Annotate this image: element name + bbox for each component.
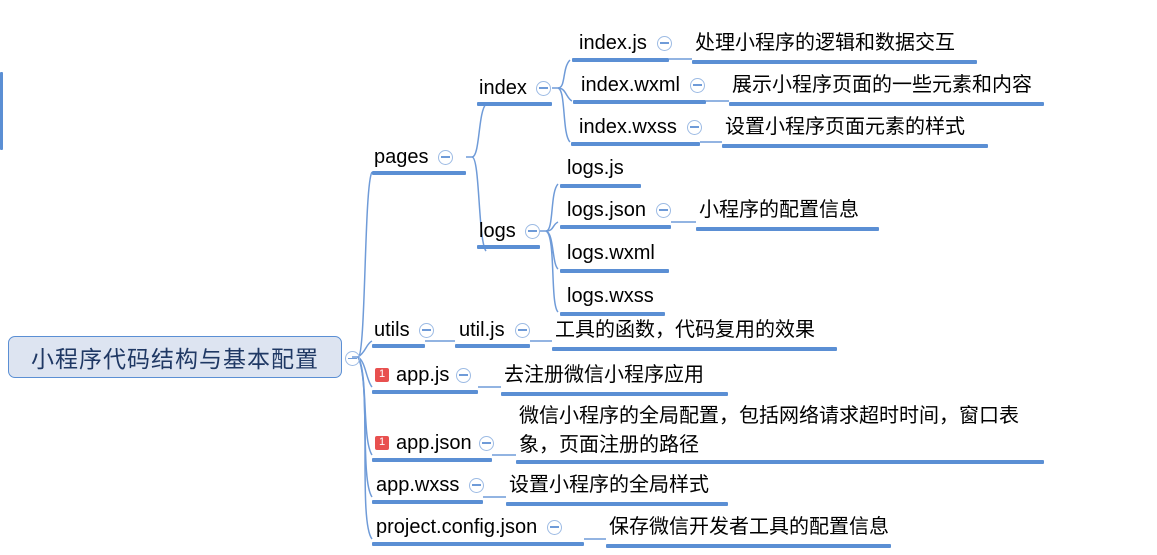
- root-node-label: 小程序代码结构与基本配置: [31, 346, 319, 372]
- node-index-wxml[interactable]: index.wxml: [581, 75, 705, 95]
- node-app-wxss[interactable]: app.wxss: [376, 474, 485, 496]
- index-wxml-collapse-toggle-icon[interactable]: [689, 77, 705, 93]
- node-index-wxml-description-label: 展示小程序页面的一些元素和内容: [732, 74, 1032, 96]
- node-logs-json-label: logs.json: [567, 199, 646, 221]
- app-wxss-collapse-toggle-icon[interactable]: [469, 477, 485, 493]
- node-app-js-description[interactable]: 去注册微信小程序应用: [504, 365, 704, 385]
- node-logs[interactable]: logs: [479, 221, 540, 241]
- node-logs-underline: [477, 245, 540, 249]
- node-logs-wxml-label: logs.wxml: [567, 242, 655, 264]
- node-app-json-description[interactable]: 微信小程序的全局配置，包括网络请求超时时间，窗口表象，页面注册的路径: [519, 402, 1037, 460]
- node-util-js-label: util.js: [459, 319, 505, 341]
- node-index-wxss-description-underline: [722, 144, 988, 148]
- node-app-js-description-underline: [501, 392, 728, 396]
- node-app-wxss-description[interactable]: 设置小程序的全局样式: [509, 475, 709, 495]
- node-util-js-description[interactable]: 工具的函数，代码复用的效果: [555, 320, 815, 340]
- node-index-wxml-description-underline: [729, 102, 1044, 106]
- node-index[interactable]: index: [479, 78, 551, 98]
- node-app-json-underline: [372, 458, 492, 462]
- node-project-config-json-description-label: 保存微信开发者工具的配置信息: [609, 516, 889, 538]
- root-node[interactable]: 小程序代码结构与基本配置: [8, 336, 342, 378]
- node-app-wxss-description-label: 设置小程序的全局样式: [509, 474, 709, 496]
- node-index-js[interactable]: index.js: [579, 33, 672, 53]
- node-app-json-description-underline: [516, 460, 1044, 464]
- node-logs-wxml[interactable]: logs.wxml: [567, 243, 655, 263]
- node-util-js-description-underline: [552, 347, 837, 351]
- utils-collapse-toggle-icon[interactable]: [418, 322, 434, 338]
- node-logs-label: logs: [479, 220, 516, 242]
- app-js-collapse-toggle-icon[interactable]: [456, 367, 472, 383]
- node-app-wxss-underline: [372, 500, 483, 504]
- node-index-wxss-label: index.wxss: [579, 116, 677, 138]
- node-index-js-label: index.js: [579, 32, 647, 54]
- index-wxss-collapse-toggle-icon[interactable]: [686, 119, 702, 135]
- pages-collapse-toggle-icon[interactable]: [437, 149, 453, 165]
- node-app-wxss-label: app.wxss: [376, 474, 460, 496]
- node-logs-json[interactable]: logs.json: [567, 200, 671, 220]
- node-utils[interactable]: utils: [374, 320, 434, 340]
- node-utils-label: utils: [374, 319, 410, 341]
- node-util-js-underline: [455, 344, 530, 348]
- node-index-js-description[interactable]: 处理小程序的逻辑和数据交互: [695, 33, 955, 53]
- node-logs-wxml-underline: [560, 269, 669, 273]
- index-js-collapse-toggle-icon[interactable]: [656, 35, 672, 51]
- root-collapse-toggle-icon[interactable]: [345, 351, 360, 366]
- node-utils-underline: [372, 344, 425, 348]
- node-index-wxss-underline: [571, 142, 700, 146]
- node-app-json-label: app.json: [396, 432, 472, 454]
- index-collapse-toggle-icon[interactable]: [535, 80, 551, 96]
- node-logs-json-underline: [560, 225, 671, 229]
- logs-json-collapse-toggle-icon[interactable]: [655, 202, 671, 218]
- node-logs-wxss-underline: [560, 312, 665, 316]
- node-app-js-underline: [372, 390, 478, 394]
- app-json-badge: 1: [375, 436, 389, 450]
- node-index-js-description-label: 处理小程序的逻辑和数据交互: [695, 32, 955, 54]
- node-app-js-label: app.js: [396, 364, 450, 386]
- node-index-wxml-description[interactable]: 展示小程序页面的一些元素和内容: [732, 75, 1032, 95]
- node-index-label: index: [479, 77, 527, 99]
- node-app-json[interactable]: 1 app.json: [375, 433, 494, 453]
- node-app-js-description-label: 去注册微信小程序应用: [504, 364, 704, 386]
- node-index-wxml-underline: [573, 100, 706, 104]
- node-util-js[interactable]: util.js: [459, 320, 530, 340]
- node-index-wxss[interactable]: index.wxss: [579, 117, 702, 137]
- logs-collapse-toggle-icon[interactable]: [524, 223, 540, 239]
- node-logs-js-label: logs.js: [567, 157, 624, 179]
- node-app-json-description-label: 微信小程序的全局配置，包括网络请求超时时间，窗口表象，页面注册的路径: [519, 405, 1019, 456]
- node-logs-json-description-label: 小程序的配置信息: [699, 199, 859, 221]
- node-app-wxss-description-underline: [506, 502, 728, 506]
- node-index-wxml-label: index.wxml: [581, 74, 680, 96]
- node-app-js[interactable]: 1 app.js: [375, 364, 472, 386]
- app-js-badge: 1: [375, 368, 389, 382]
- util-js-collapse-toggle-icon[interactable]: [514, 322, 530, 338]
- node-pages-underline: [372, 171, 466, 175]
- node-index-js-description-underline: [692, 60, 977, 64]
- edge-branch-fragment: [0, 72, 3, 150]
- project-config-json-collapse-toggle-icon[interactable]: [547, 519, 563, 535]
- node-logs-wxss[interactable]: logs.wxss: [567, 286, 654, 306]
- node-util-js-description-label: 工具的函数，代码复用的效果: [555, 319, 815, 341]
- node-index-js-underline: [572, 58, 669, 62]
- node-logs-json-description-underline: [696, 227, 879, 231]
- app-json-collapse-toggle-icon[interactable]: [478, 435, 494, 451]
- node-index-wxss-description-label: 设置小程序页面元素的样式: [725, 116, 965, 138]
- node-project-config-json-underline: [372, 542, 584, 546]
- node-project-config-json-description[interactable]: 保存微信开发者工具的配置信息: [609, 517, 889, 537]
- node-project-config-json-label: project.config.json: [376, 516, 538, 538]
- node-index-wxss-description[interactable]: 设置小程序页面元素的样式: [725, 117, 965, 137]
- node-logs-js-underline: [560, 184, 641, 188]
- node-index-underline: [477, 102, 552, 106]
- node-pages-label: pages: [374, 146, 429, 168]
- node-project-config-json-description-underline: [606, 544, 891, 548]
- node-project-config-json[interactable]: project.config.json: [376, 516, 563, 538]
- node-pages[interactable]: pages: [374, 147, 453, 167]
- node-logs-json-description[interactable]: 小程序的配置信息: [699, 200, 859, 220]
- node-logs-js[interactable]: logs.js: [567, 158, 624, 178]
- node-logs-wxss-label: logs.wxss: [567, 285, 654, 307]
